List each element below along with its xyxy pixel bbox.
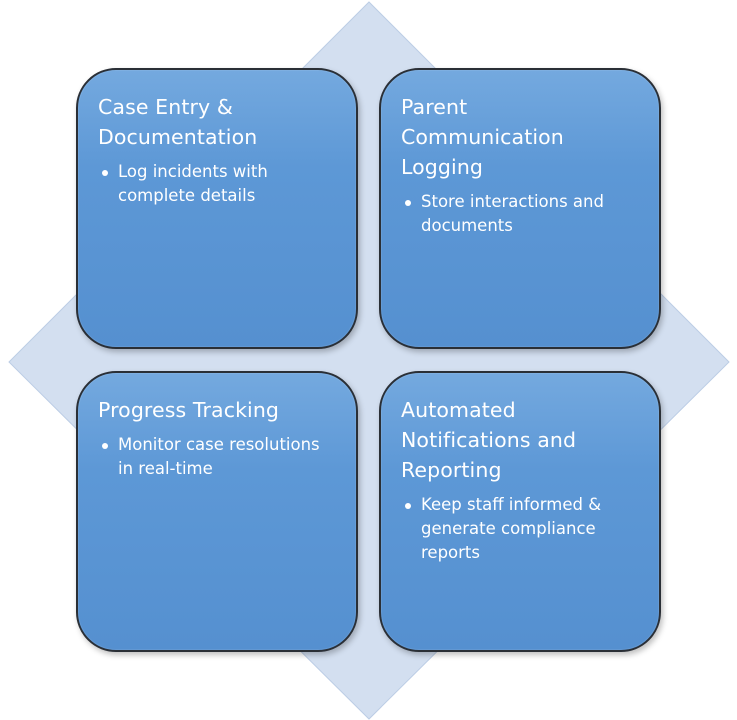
card-bullet-list: Log incidents with complete details	[98, 160, 338, 208]
card-title-line: Documentation	[98, 125, 258, 149]
card-bullet-line: in real-time	[118, 459, 213, 478]
bullet-dot-icon	[405, 503, 411, 509]
card-bullet-line: Log incidents with	[118, 162, 268, 181]
card-bullet: Keep staff informed & generate complianc…	[401, 493, 641, 565]
card-title-line: Reporting	[401, 458, 502, 482]
card-title-line: Parent	[401, 95, 468, 119]
card-title-line: Case Entry &	[98, 95, 233, 119]
card-bullet-line: generate compliance	[421, 519, 596, 538]
card-title: Case Entry & Documentation	[98, 92, 338, 152]
card-title: Progress Tracking	[98, 395, 338, 425]
card-title: Automated Notifications and Reporting	[401, 395, 641, 485]
card-bullet-list: Monitor case resolutions in real-time	[98, 433, 338, 481]
bullet-dot-icon	[102, 170, 108, 176]
card-title-line: Automated	[401, 398, 516, 422]
card-title-line: Communication	[401, 125, 564, 149]
card-bullet-list: Store interactions and documents	[401, 190, 641, 238]
card-title-line: Logging	[401, 155, 484, 179]
card-bullet: Store interactions and documents	[401, 190, 641, 238]
card-title-line: Progress Tracking	[98, 398, 280, 422]
bullet-dot-icon	[102, 443, 108, 449]
card-automated-notifications: Automated Notifications and Reporting Ke…	[379, 371, 661, 652]
card-bullet: Log incidents with complete details	[98, 160, 338, 208]
card-bullet-line: reports	[421, 543, 480, 562]
card-bullet-line: Monitor case resolutions	[118, 435, 320, 454]
card-title-line: Notifications and	[401, 428, 577, 452]
card-progress-tracking: Progress Tracking Monitor case resolutio…	[76, 371, 358, 652]
card-bullet: Monitor case resolutions in real-time	[98, 433, 338, 481]
card-case-entry: Case Entry & Documentation Log incidents…	[76, 68, 358, 349]
card-parent-communication: Parent Communication Logging Store inter…	[379, 68, 661, 349]
card-bullet-line: Keep staff informed &	[421, 495, 602, 514]
card-bullet-list: Keep staff informed & generate complianc…	[401, 493, 641, 565]
bullet-dot-icon	[405, 200, 411, 206]
card-title: Parent Communication Logging	[401, 92, 641, 182]
card-bullet-line: complete details	[118, 186, 256, 205]
card-bullet-line: Store interactions and	[421, 192, 604, 211]
card-bullet-line: documents	[421, 216, 513, 235]
